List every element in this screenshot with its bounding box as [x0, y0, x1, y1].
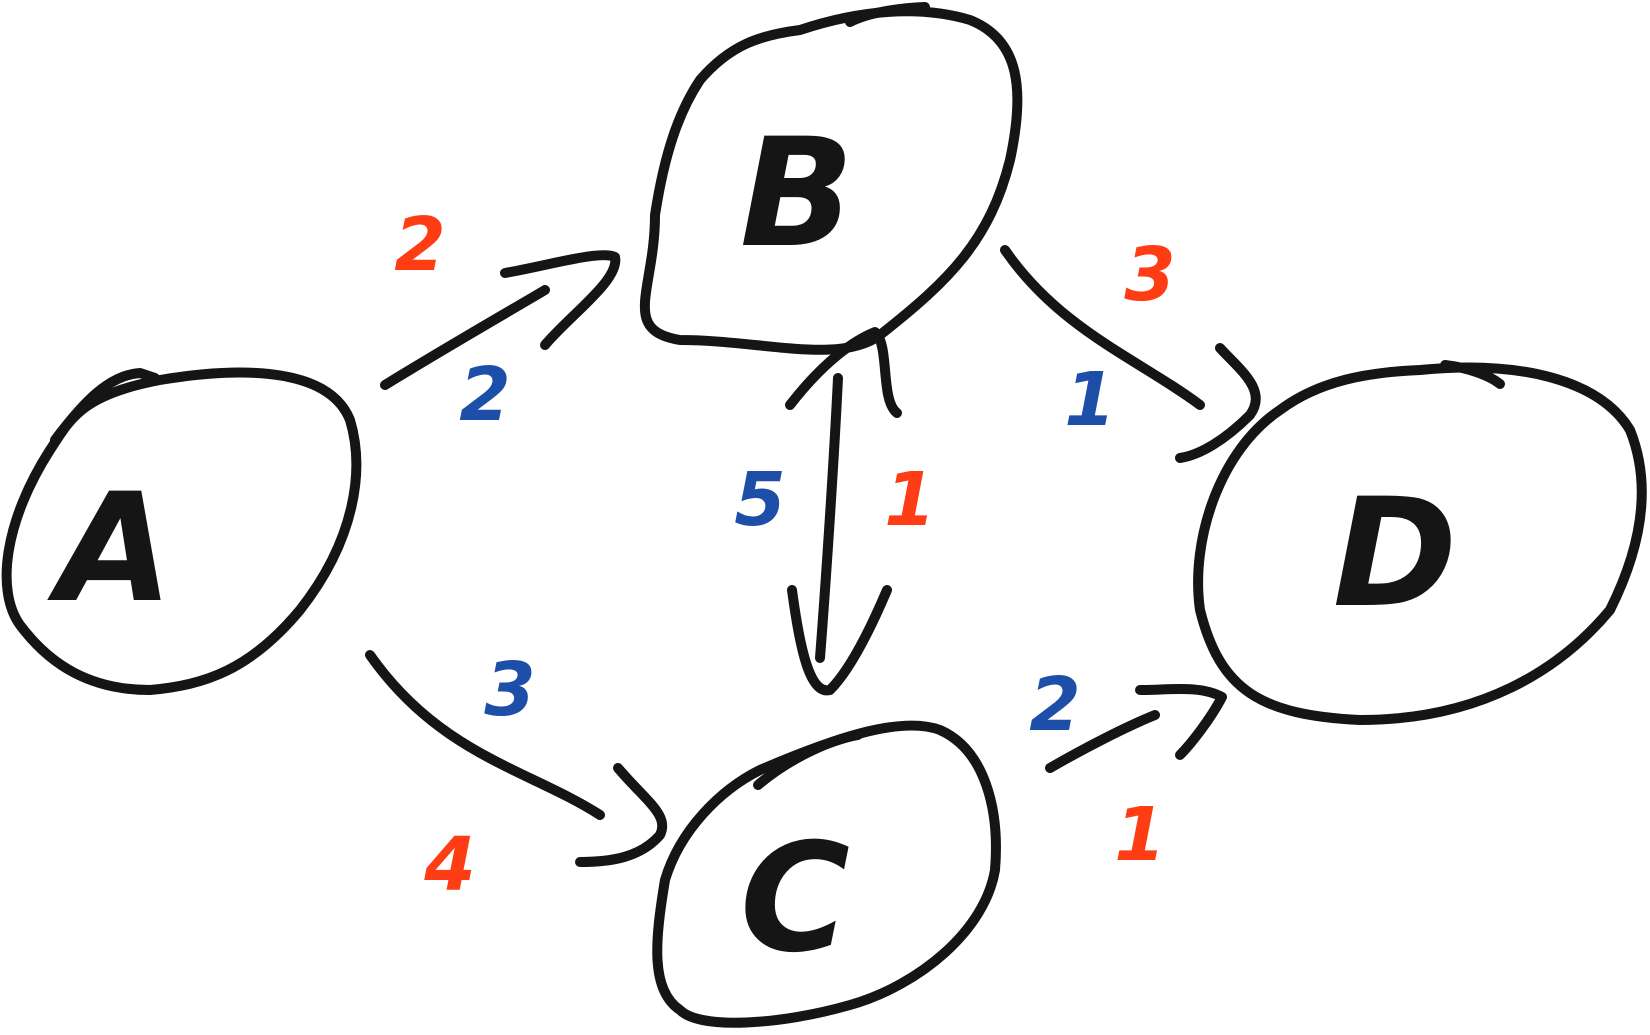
node-c[interactable]: C: [652, 720, 1001, 1028]
edge-b-d-flow: 1: [1064, 357, 1116, 443]
edge-a-c-arrowhead: [575, 763, 668, 867]
edge-a-b-arrowhead: [500, 250, 621, 350]
edge-a-c-line: [365, 650, 605, 820]
node-d-ring: [1193, 362, 1647, 725]
edge-c-d-capacity: 1: [1114, 792, 1166, 878]
node-a[interactable]: A: [1, 367, 362, 695]
edge-c-d-flow: 2: [1029, 662, 1081, 748]
node-a-label: A: [47, 462, 173, 636]
node-b-ring-tail: [845, 2, 930, 27]
edge-a-b-flow: 2: [459, 352, 511, 438]
edge-b-c-arrowhead: [787, 585, 892, 696]
edge-b-d-line: [1000, 245, 1205, 410]
edge-b-c[interactable]: 5: [734, 373, 892, 696]
edge-b-d-capacity: 3: [1124, 232, 1176, 318]
edge-a-c-flow: 3: [484, 647, 536, 733]
edge-c-b-arrowhead: [785, 327, 902, 418]
edge-b-c-line: [815, 373, 843, 663]
edge-b-c-flow: 5: [734, 457, 786, 543]
node-a-ring-tail: [50, 368, 160, 445]
node-b[interactable]: B: [639, 2, 1023, 355]
edge-a-b[interactable]: 2 2: [380, 202, 621, 438]
node-d[interactable]: D: [1193, 360, 1647, 725]
edge-c-d-line: [1045, 710, 1160, 773]
edge-b-d[interactable]: 3 1: [1000, 232, 1261, 463]
edge-c-b-capacity: 1: [884, 457, 936, 543]
node-c-ring: [652, 720, 1001, 1028]
edge-c-b[interactable]: 1: [785, 327, 936, 543]
edge-c-d-arrowhead: [1135, 684, 1227, 760]
node-b-ring: [639, 6, 1023, 355]
node-d-ring-tail: [1440, 360, 1505, 389]
edge-a-c-capacity: 4: [423, 822, 476, 908]
node-c-label: C: [740, 812, 850, 986]
edge-c-d[interactable]: 1 2: [1029, 662, 1227, 878]
edge-a-c[interactable]: 4 3: [365, 647, 668, 908]
node-d-label: D: [1333, 467, 1458, 641]
edge-a-b-line: [380, 285, 550, 390]
node-c-ring-tail: [753, 730, 863, 790]
node-a-ring: [1, 367, 362, 695]
edge-b-d-arrowhead: [1175, 343, 1261, 463]
edge-a-b-capacity: 2: [394, 202, 446, 288]
node-b-label: B: [740, 107, 854, 281]
